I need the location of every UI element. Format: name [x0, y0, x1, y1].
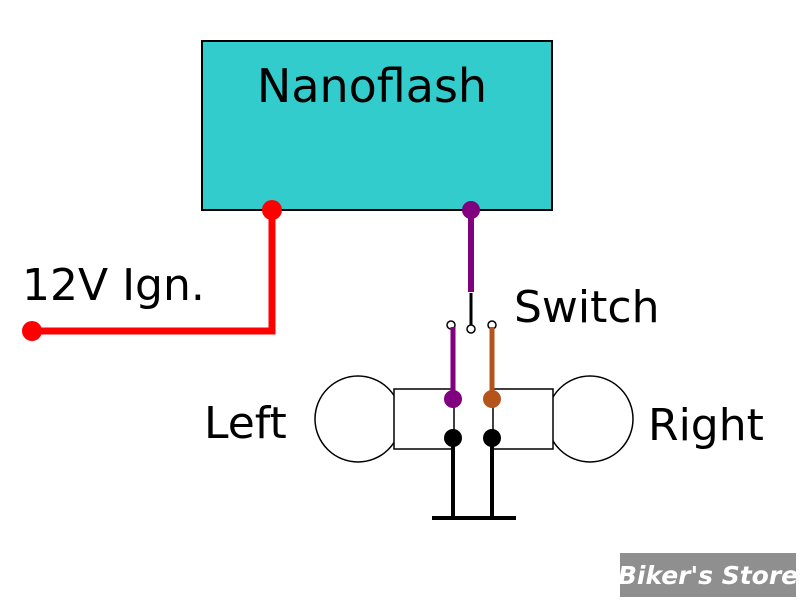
- watermark-background: [620, 553, 796, 597]
- left-bulb-wire: [444, 327, 462, 408]
- ground-wires: [432, 429, 516, 520]
- right-ground-terminal: [483, 429, 501, 447]
- flasher-output-wire: [462, 201, 480, 292]
- flasher-output-terminal: [462, 201, 480, 219]
- watermark: Biker's Store: [618, 553, 798, 597]
- module-box: [201, 40, 553, 211]
- right-bulb-wire: [483, 327, 501, 408]
- left-label: Left: [204, 398, 287, 449]
- ignition-wire-line: [33, 210, 276, 335]
- switch-contact-center: [466, 324, 476, 334]
- left-bulb-globe: [314, 375, 402, 463]
- ignition-terminal-end: [22, 321, 42, 341]
- right-label: Right: [648, 400, 764, 451]
- switch-label: Switch: [514, 282, 659, 333]
- ignition-terminal-module: [262, 200, 282, 220]
- left-bulb: [314, 375, 455, 463]
- module-label: Nanoflash: [257, 59, 487, 113]
- ignition-wire: [22, 200, 282, 341]
- right-bulb-globe: [546, 375, 634, 463]
- ignition-label: 12V Ign.: [22, 260, 205, 311]
- right-bulb-base: [492, 388, 554, 450]
- right-bulb: [492, 375, 634, 463]
- nanoflash-module: Nanoflash: [201, 40, 553, 211]
- watermark-text: Biker's Store: [618, 561, 798, 590]
- right-bulb-terminal: [483, 390, 501, 408]
- left-bulb-terminal: [444, 390, 462, 408]
- left-ground-terminal: [444, 429, 462, 447]
